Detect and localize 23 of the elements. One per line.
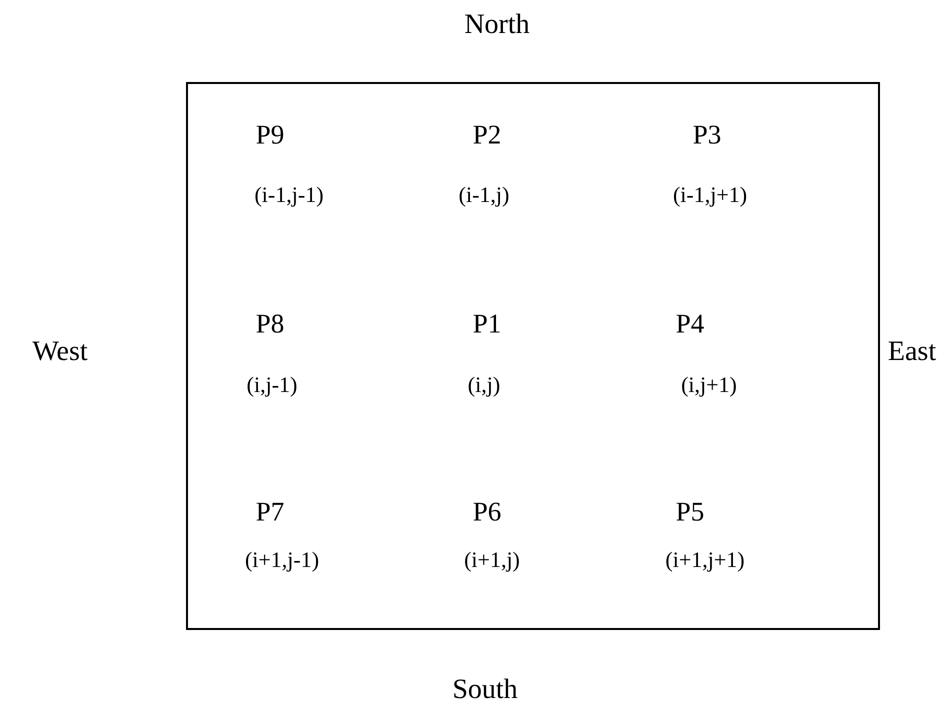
pixel-label: P8 bbox=[256, 310, 284, 338]
pixel-label: P3 bbox=[692, 122, 722, 148]
direction-label: South bbox=[452, 676, 518, 704]
coordinate-label: (i-1,j+1) bbox=[672, 184, 748, 206]
pixel-label: P5 bbox=[676, 498, 704, 526]
pixel-label: P1 bbox=[472, 310, 502, 338]
pixel-label: P2 bbox=[472, 122, 502, 148]
coordinate-label: (i+1,j-1) bbox=[244, 549, 320, 571]
pixel-label: P6 bbox=[472, 498, 502, 526]
direction-label: West bbox=[32, 338, 88, 366]
coordinate-label: (i+1,j+1) bbox=[665, 549, 745, 571]
grid-frame bbox=[186, 82, 880, 630]
coordinate-label: (i+1,j) bbox=[464, 549, 520, 571]
coordinate-label: (i-1,j-1) bbox=[254, 184, 324, 206]
coordinate-label: (i,j+1) bbox=[681, 374, 737, 396]
coordinate-label: (i,j) bbox=[468, 374, 500, 396]
pixel-label: P7 bbox=[256, 498, 284, 526]
coordinate-label: (i,j-1) bbox=[246, 374, 298, 396]
direction-label: North bbox=[464, 11, 530, 39]
pixel-label: P4 bbox=[676, 310, 704, 338]
pixel-label: P9 bbox=[256, 122, 284, 148]
direction-label: East bbox=[888, 338, 936, 366]
coordinate-label: (i-1,j) bbox=[458, 184, 510, 206]
